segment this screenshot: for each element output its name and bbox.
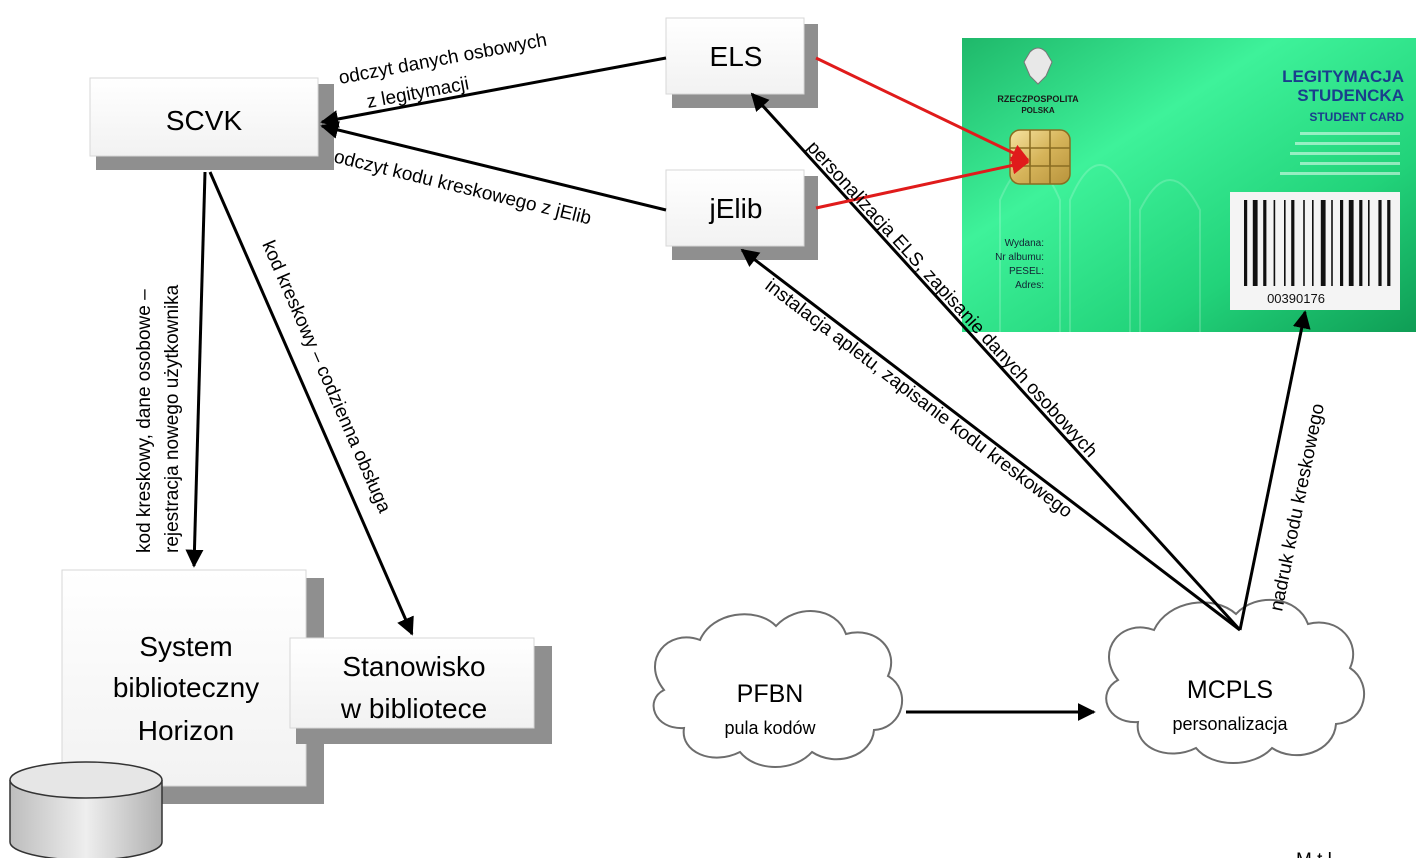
card-emblem-line-1: RZECZPOSPOLITA	[997, 94, 1079, 104]
database-icon	[9, 761, 163, 858]
node-horizon-line-2: biblioteczny	[113, 672, 259, 703]
edge-jelib-scvk	[320, 121, 667, 212]
student-card: RZECZPOSPOLITA POLSKA LEGITYMACJA STUDEN…	[962, 38, 1416, 332]
edge-scvk-stanowisko	[208, 171, 414, 636]
edge-mcpls-jelib	[740, 248, 1241, 632]
card-field-issued: Wydana:	[1005, 238, 1044, 249]
edge-label-scvk-stanowisko: kod kreskowy – codzienna obsługa	[257, 238, 394, 517]
emblem-icon: RZECZPOSPOLITA POLSKA	[997, 47, 1079, 115]
footer-fragment: M t l	[1296, 850, 1332, 858]
node-pfbn-subtitle: pula kodów	[724, 718, 816, 738]
card-emblem-line-2: POLSKA	[1021, 106, 1055, 115]
edge-jelib-chip	[815, 156, 1030, 210]
card-subtitle: STUDENT CARD	[1309, 110, 1404, 124]
node-mcpls-title: MCPLS	[1187, 676, 1273, 704]
edge-mcpls-card	[1238, 310, 1311, 631]
node-jelib: jElib	[665, 169, 818, 260]
edge-label-scvk-horizon-1: kod kreskowy, dane osobowe –	[134, 289, 155, 553]
edge-label-scvk-horizon-2: rejestracja nowego użytkownika	[162, 284, 183, 553]
node-horizon-line-3: Horizon	[138, 715, 234, 746]
node-pfbn-title: PFBN	[737, 680, 804, 708]
node-mcpls-subtitle: personalizacja	[1172, 714, 1288, 734]
node-horizon-line-1: System	[139, 631, 232, 662]
barcode-number: 00390176	[1267, 291, 1325, 306]
edge-mcpls-els	[750, 92, 1242, 632]
node-stanowisko: Stanowisko w bibliotece	[289, 637, 552, 744]
edge-scvk-horizon	[185, 171, 207, 568]
node-jelib-label: jElib	[709, 193, 763, 224]
node-horizon: System biblioteczny Horizon	[61, 569, 324, 804]
barcode-icon: 00390176	[1230, 192, 1400, 310]
node-scvk-label: SCVK	[166, 105, 243, 136]
edge-label-mcpls-card: nadruk kodu kreskowego	[1266, 402, 1329, 613]
card-title-line-1: LEGITYMACJA	[1282, 67, 1404, 86]
card-field-pesel: PESEL:	[1009, 266, 1044, 277]
node-stanowisko-line-2: w bibliotece	[340, 693, 487, 724]
edge-els-scvk	[320, 56, 667, 128]
node-els-label: ELS	[710, 41, 763, 72]
node-els: ELS	[665, 17, 818, 108]
card-field-address: Adres:	[1015, 280, 1044, 291]
card-title-line-2: STUDENCKA	[1297, 86, 1404, 105]
card-field-album: Nr albumu:	[995, 252, 1044, 263]
node-scvk: SCVK	[89, 77, 334, 170]
node-mcpls: MCPLS personalizacja	[1105, 598, 1366, 764]
node-stanowisko-line-1: Stanowisko	[342, 651, 485, 682]
edge-els-chip	[815, 56, 1030, 162]
node-pfbn: PFBN pula kodów	[652, 610, 904, 768]
